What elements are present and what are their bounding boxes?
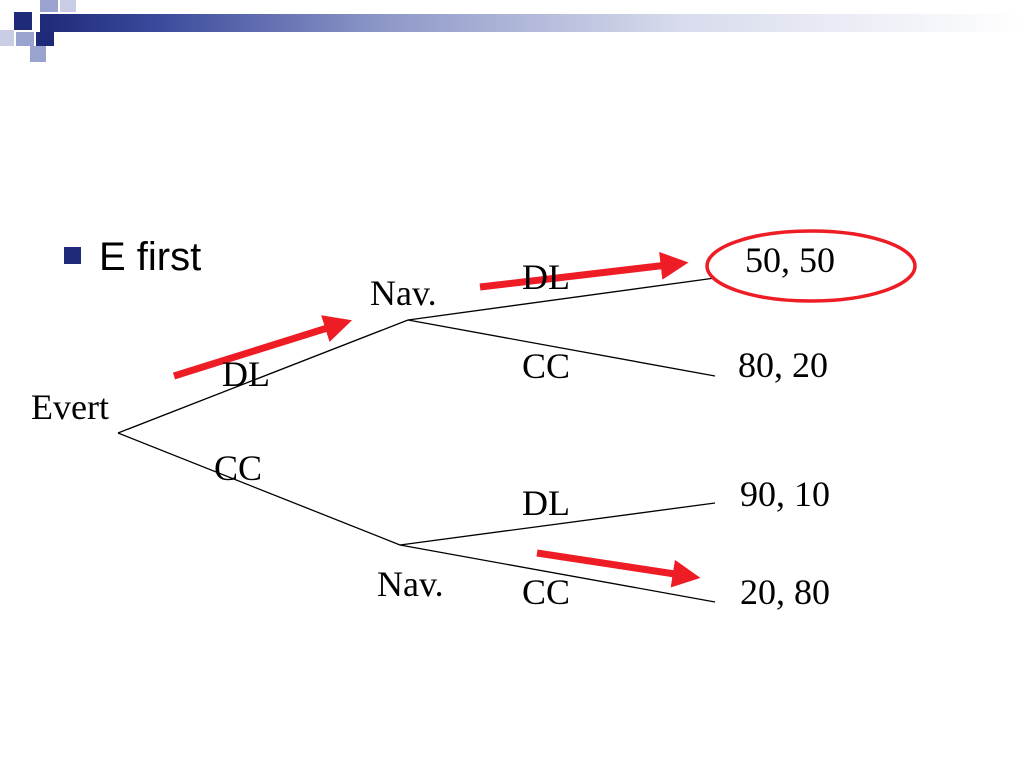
edge-upper-cc — [407, 319, 716, 377]
arrow-root-dl — [172, 315, 353, 380]
arrow-lower-cc — [536, 549, 701, 588]
deco-square-4 — [0, 30, 14, 46]
edge-upper-dl — [407, 277, 716, 321]
edge-lower-dl — [399, 502, 716, 546]
lower-branch-dl-label: DL — [522, 483, 570, 523]
arrow-upper-dl — [479, 251, 689, 291]
upper-node-label: Nav. — [370, 273, 437, 313]
deco-square-3 — [60, 0, 76, 12]
bullet-text: E first — [99, 235, 202, 279]
payoff-label: 50, 50 — [745, 240, 835, 280]
edge-lower-cc — [399, 544, 716, 603]
bullet-item: E first — [64, 234, 201, 280]
root-branch-cc-label: CC — [214, 448, 263, 488]
bullet-square-icon — [64, 246, 81, 264]
deco-square-7 — [30, 46, 46, 62]
upper-branch-cc-label: CC — [522, 346, 571, 386]
root-branch-dl-label: DL — [222, 354, 270, 394]
payoff-label: 80, 20 — [738, 345, 828, 385]
lower-branch-cc-label: CC — [522, 572, 571, 612]
deco-square-5 — [16, 32, 34, 46]
lower-node-label: Nav. — [377, 564, 444, 604]
edge-root-cc — [117, 432, 401, 546]
deco-square-1 — [14, 12, 32, 30]
root-node-label: Evert — [31, 387, 109, 427]
deco-square-6 — [36, 32, 54, 46]
edge-root-dl — [117, 319, 409, 434]
deco-square-2 — [40, 0, 58, 12]
payoff-label: 90, 10 — [740, 474, 830, 514]
highlight-circle — [705, 229, 917, 303]
header-bar — [40, 14, 1024, 32]
payoff-label: 20, 80 — [740, 572, 830, 612]
upper-branch-dl-label: DL — [522, 257, 570, 297]
